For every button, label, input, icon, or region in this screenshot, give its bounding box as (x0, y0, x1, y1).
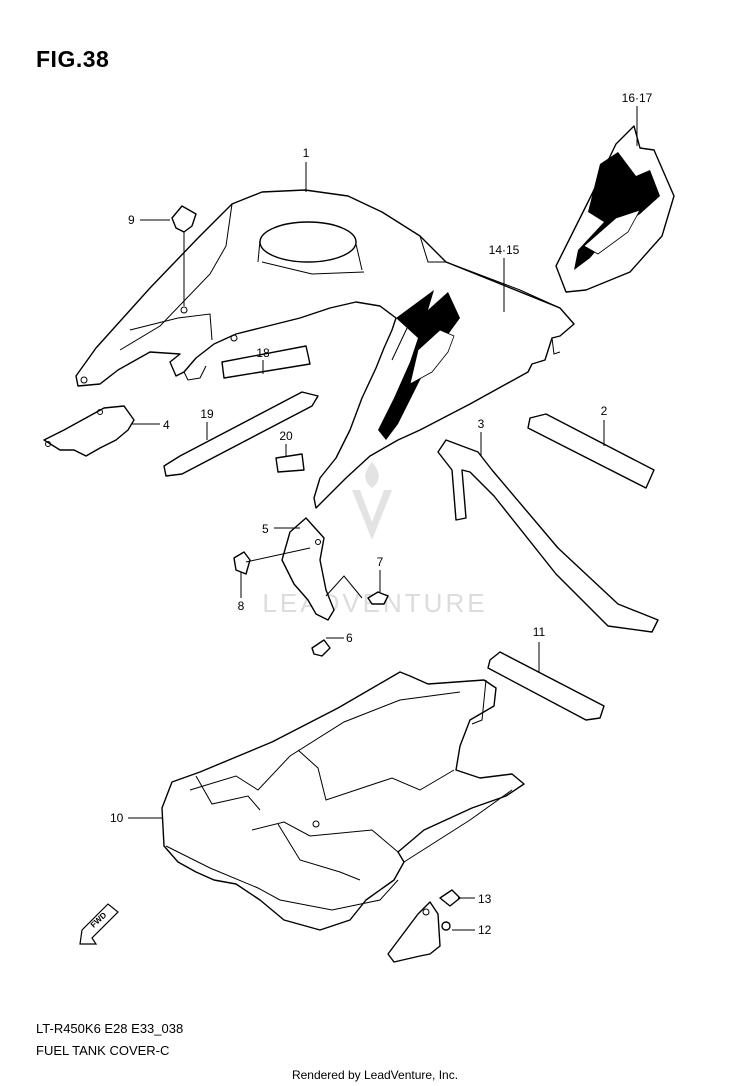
svg-text:7: 7 (377, 555, 384, 569)
part-pad-2 (527, 413, 655, 489)
part-screw-13 (439, 889, 461, 907)
part-screw-6 (311, 639, 331, 657)
part-strip-11 (487, 651, 605, 721)
callout-20[interactable]: 20 (279, 429, 293, 456)
callout-1[interactable]: 1 (303, 146, 310, 192)
svg-text:13: 13 (478, 892, 492, 906)
forward-direction-arrow-icon: FWD (79, 903, 119, 945)
callout-6[interactable]: 6 (326, 631, 353, 645)
svg-text:4: 4 (163, 418, 170, 432)
watermark-logo-icon (352, 490, 392, 540)
callout-11[interactable]: 11 (533, 625, 546, 672)
part-screw-7 (367, 591, 389, 605)
callout-12[interactable]: 12 (452, 923, 492, 937)
callout-4[interactable]: 4 (132, 418, 170, 432)
callout-18[interactable]: 18 (256, 346, 270, 374)
part-strip-19 (163, 391, 319, 477)
callout-10[interactable]: 10 (110, 811, 162, 825)
callout-14-15[interactable]: 14·15 (489, 243, 520, 312)
callout-5[interactable]: 5 (262, 522, 300, 536)
svg-text:10: 10 (110, 811, 124, 825)
callout-13[interactable]: 13 (458, 892, 492, 906)
model-code: LT-R450K6 E28 E33_038 (36, 1021, 184, 1036)
part-clip-8 (233, 551, 251, 575)
svg-text:11: 11 (533, 625, 546, 639)
svg-text:14·15: 14·15 (489, 243, 520, 257)
svg-text:16·17: 16·17 (622, 91, 653, 105)
callout-16-17[interactable]: 16·17 (622, 91, 653, 146)
callout-2[interactable]: 2 (601, 404, 608, 446)
part-grommet-9 (171, 205, 197, 233)
svg-text:20: 20 (279, 429, 293, 443)
svg-text:12: 12 (478, 923, 492, 937)
part-pad-20 (275, 453, 305, 473)
svg-text:8: 8 (238, 599, 245, 613)
callout-7[interactable]: 7 (377, 555, 384, 592)
part-lower-cover (161, 671, 525, 931)
callout-9[interactable]: 9 (128, 213, 170, 227)
svg-text:9: 9 (128, 213, 135, 227)
part-bracket-3 (437, 439, 659, 633)
svg-text:5: 5 (262, 522, 269, 536)
svg-text:3: 3 (478, 417, 485, 431)
svg-text:2: 2 (601, 404, 608, 418)
part-bracket-12 (387, 901, 441, 963)
part-fuel-tank-cover (75, 189, 575, 509)
part-bracket-5 (281, 517, 335, 621)
part-group-title: FUEL TANK COVER-C (36, 1043, 170, 1058)
svg-text:1: 1 (303, 146, 310, 160)
footer-credit: Rendered by LeadVenture, Inc. (291, 1068, 459, 1082)
callout-19[interactable]: 19 (200, 407, 214, 440)
svg-text:6: 6 (346, 631, 353, 645)
svg-text:18: 18 (256, 346, 270, 360)
part-pad-18 (221, 345, 311, 379)
part-bracket-4 (43, 405, 135, 457)
figure-title: FIG.38 (36, 46, 110, 72)
watermark-flame-icon (365, 462, 379, 488)
part-side-emblem (555, 125, 675, 293)
callout-3[interactable]: 3 (478, 417, 485, 456)
svg-text:19: 19 (200, 407, 214, 421)
callout-8[interactable]: 8 (238, 572, 245, 613)
